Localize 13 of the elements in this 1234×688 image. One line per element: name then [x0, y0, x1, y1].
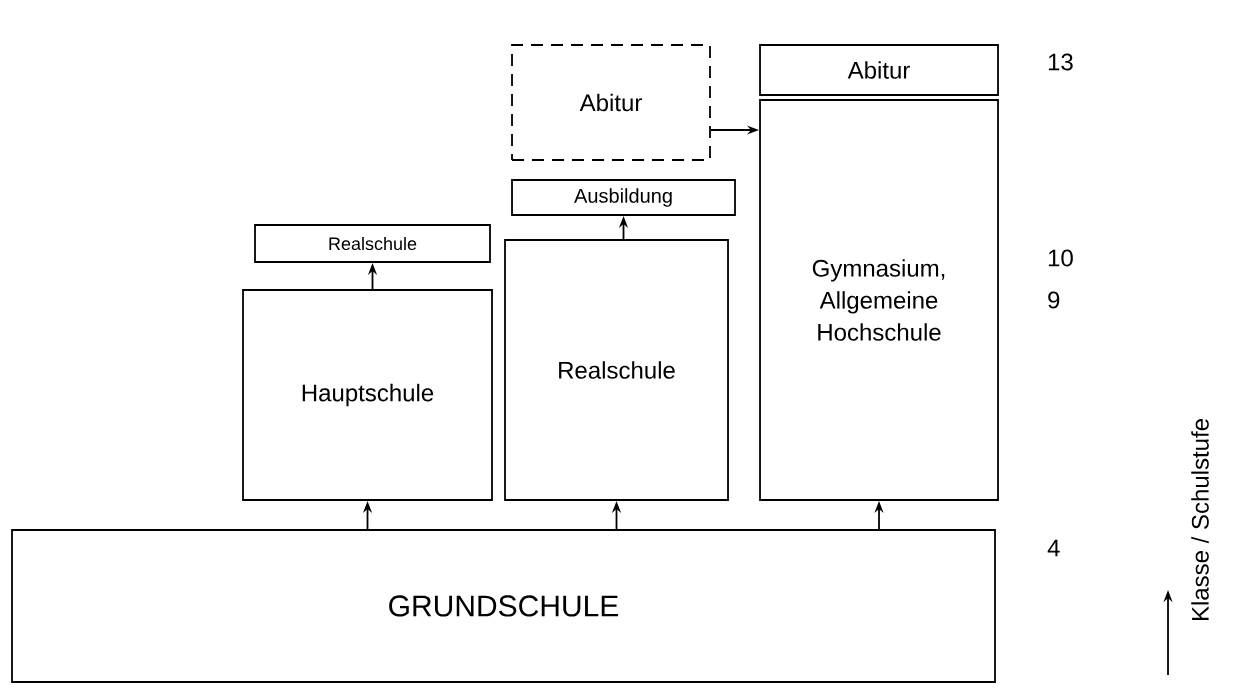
school-box: Realschule	[504, 239, 729, 501]
school-box: Hauptschule	[242, 289, 493, 501]
level-number: 10	[1048, 249, 1073, 267]
school-box: GRUNDSCHULE	[11, 529, 996, 683]
dashed-box: Abitur	[511, 44, 711, 161]
school-box: Realschule	[254, 224, 491, 263]
level-number: 4	[1047, 539, 1060, 557]
school-box: Gymnasium, Allgemeine Hochschule	[759, 99, 999, 501]
level-number: 9	[1048, 291, 1060, 309]
level-number: 13	[1048, 53, 1073, 71]
axis-label: Klasse / Schulstufe	[1191, 419, 1209, 621]
school-box: Ausbildung	[511, 179, 736, 216]
school-box: Abitur	[759, 44, 999, 96]
